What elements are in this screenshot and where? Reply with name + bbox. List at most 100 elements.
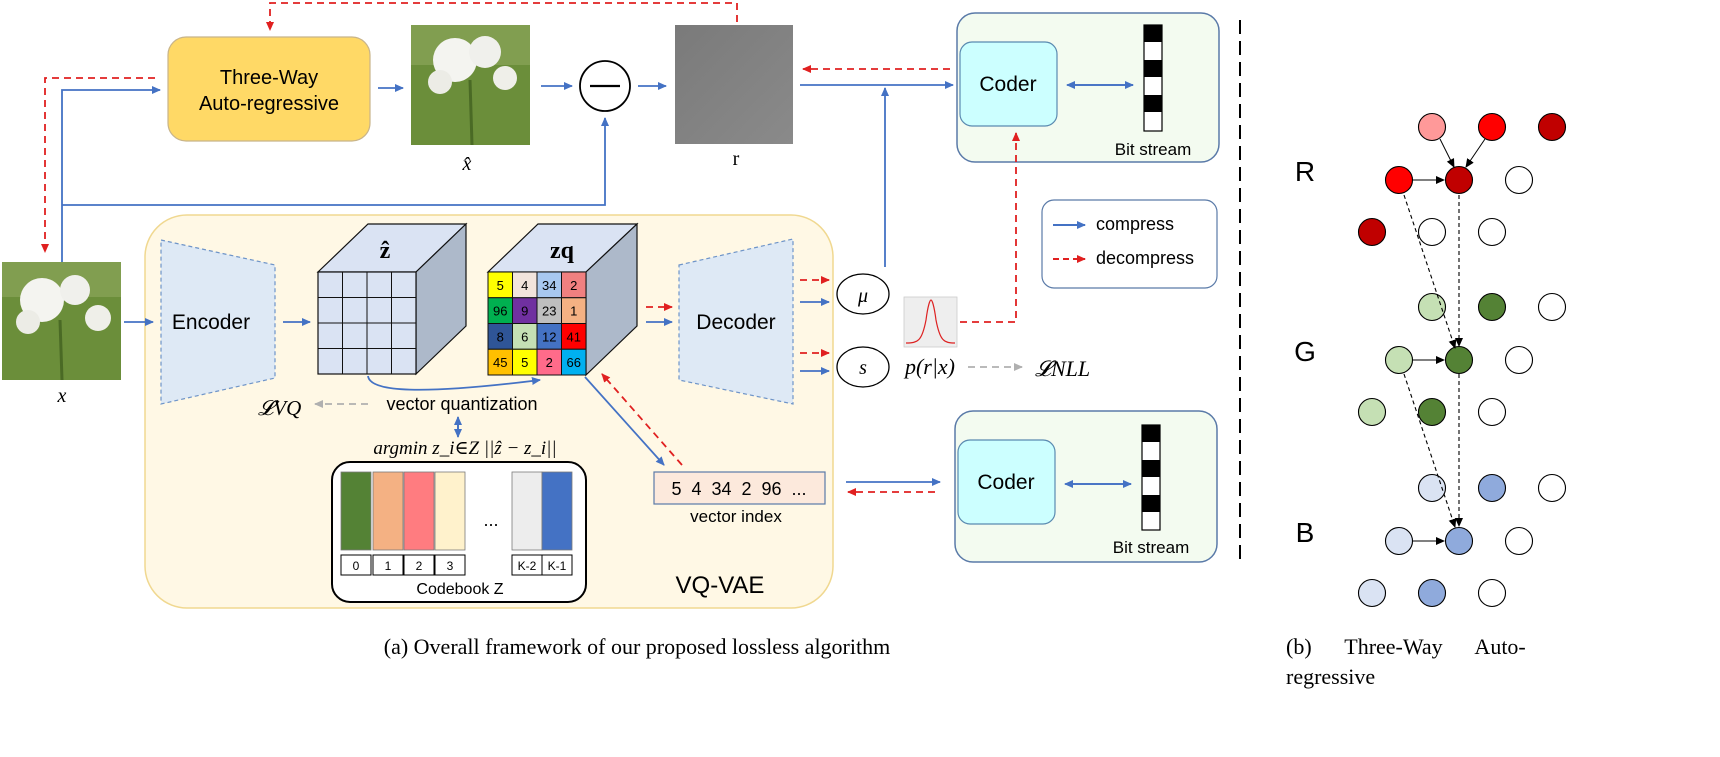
cross-channel-arrow: [1403, 373, 1457, 528]
argmin-label: argmin z_i∈Z ||ẑ − z_i||: [373, 438, 556, 459]
dependency-arrow: [1465, 138, 1486, 168]
z-q-cell: [561, 348, 587, 376]
z-q-cell-value: 1: [570, 304, 577, 319]
caption-a: (a) Overall framework of our proposed lo…: [384, 634, 890, 659]
bit-stream-top-label: Bit stream: [1115, 140, 1192, 159]
codebook-vector: [372, 471, 404, 551]
z-hat-cube: [316, 222, 468, 376]
three-way-diagram: RGB: [1294, 112, 1567, 608]
pixel-node: [1417, 578, 1447, 608]
codebook-vector: [340, 471, 372, 551]
channel-label: R: [1295, 156, 1315, 187]
coder-bottom-box: [957, 439, 1056, 525]
codebook-ellipsis: ...: [483, 510, 498, 530]
pixel-node: [1417, 217, 1447, 247]
x-hat-image: [411, 25, 530, 146]
pixel-node: [1504, 345, 1534, 375]
z-q-cell: [536, 297, 562, 324]
z-q-cell: [536, 271, 562, 299]
pixel-node: [1384, 526, 1414, 556]
pixel-node: [1444, 165, 1474, 195]
l-nll-label: 𝓛NLL: [1035, 356, 1090, 381]
bit-stream-bottom-label: Bit stream: [1113, 538, 1190, 557]
residual-image: [675, 25, 793, 144]
encoder-block: [160, 239, 276, 405]
pixel-node: [1537, 473, 1567, 503]
codebook-vector: [403, 471, 435, 551]
pixel-node: [1357, 397, 1387, 427]
x-image: [2, 262, 121, 381]
pixel-node: [1444, 526, 1474, 556]
codebook-index-cell: [403, 554, 435, 576]
codebook-index: K-2: [518, 559, 537, 573]
z-q-cell: [561, 271, 587, 299]
pixel-node: [1417, 292, 1447, 322]
z-q-cell-value: 2: [546, 355, 553, 370]
x-hat-label: x̂: [462, 153, 472, 175]
coder-bottom-label: Coder: [977, 471, 1034, 494]
z-q-cell-value: 8: [497, 329, 504, 344]
z-q-cell-value: 96: [493, 304, 507, 319]
pixel-node: [1477, 112, 1507, 142]
dependency-arrow: [1439, 138, 1455, 168]
pixel-node: [1504, 526, 1534, 556]
codebook-vector: [511, 471, 543, 551]
z-q-cell: [561, 323, 587, 350]
z-q-label: zq: [550, 238, 575, 264]
encoder-label: Encoder: [172, 311, 250, 334]
z-q-cell: [536, 348, 562, 376]
z-q-cell-value: 2: [570, 278, 577, 293]
pixel-node: [1357, 578, 1387, 608]
z-hat-label: ẑ: [380, 238, 391, 264]
vqvae-panel: [144, 214, 834, 609]
z-q-cell-value: 41: [567, 329, 581, 344]
codebook-index-cell: [372, 554, 404, 576]
codebook-vector: [434, 471, 466, 551]
vqvae-label: VQ-VAE: [676, 572, 765, 599]
codebook-vector: [541, 471, 573, 551]
three-way-box: [167, 36, 371, 142]
pixel-node: [1537, 112, 1567, 142]
x-label: x: [57, 385, 67, 407]
pixel-node: [1504, 165, 1534, 195]
z-q-cell-value: 34: [542, 278, 556, 293]
z-q-cell-value: 66: [567, 355, 581, 370]
pixel-node: [1417, 397, 1447, 427]
pixel-node: [1537, 292, 1567, 322]
z-q-cell: [487, 348, 513, 376]
z-q-cell-value: 4: [521, 278, 528, 293]
codebook-index: 0: [353, 559, 360, 573]
z-hat-grid: [318, 272, 416, 374]
legend-compress: compress: [1096, 214, 1174, 234]
codebook-index-cell: [340, 554, 372, 576]
codebook-index: 1: [385, 559, 392, 573]
mu-label: μ: [857, 285, 868, 307]
residual-label: r: [733, 148, 740, 170]
pixel-node: [1357, 217, 1387, 247]
z-q-cell-value: 45: [493, 355, 507, 370]
pixel-node: [1477, 217, 1507, 247]
vector-quantization-label: vector quantization: [386, 394, 537, 414]
bit-stream-bottom-icon: [1141, 424, 1161, 531]
caption-b-line1: (b) Three-Way Auto-: [1286, 634, 1526, 659]
pixel-node: [1477, 578, 1507, 608]
coder-top-label: Coder: [979, 73, 1036, 96]
pixel-node: [1477, 397, 1507, 427]
l-vq-label: 𝓛VQ: [258, 396, 301, 420]
three-way-line2: Auto-regressive: [199, 93, 339, 115]
z-q-cell: [561, 297, 587, 324]
vector-index-label: vector index: [690, 507, 782, 526]
mu-node: [836, 273, 890, 315]
codebook-index: 3: [447, 559, 454, 573]
caption-b-line2: regressive: [1286, 664, 1375, 689]
bit-stream-top-icon: [1143, 24, 1163, 132]
pixel-node: [1417, 112, 1447, 142]
pixel-node: [1384, 165, 1414, 195]
loss-arrows: [314, 363, 1023, 408]
codebook-index-cell: [541, 554, 573, 576]
s-label: s: [859, 357, 867, 379]
codebook-label: Codebook Z: [416, 581, 503, 598]
